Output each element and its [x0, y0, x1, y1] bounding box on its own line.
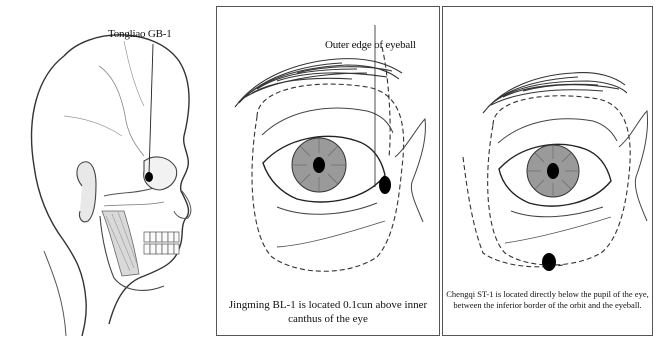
chengqi-eye-illustration	[443, 7, 652, 335]
jingming-eye-illustration	[217, 7, 439, 335]
jingming-panel: Outer edge of eyeball Jingming BL-1 is l…	[216, 6, 440, 336]
tongliao-label: Tongliao GB-1	[108, 28, 172, 41]
tongliao-point	[145, 172, 153, 182]
chengqi-caption: Chengqi ST-1 is located directly below t…	[445, 289, 650, 311]
outer-edge-label: Outer edge of eyeball	[325, 39, 416, 52]
skull-panel: Tongliao GB-1	[4, 6, 214, 336]
chengqi-point	[542, 253, 556, 271]
jingming-caption: Jingming BL-1 is located 0.1cun above in…	[219, 299, 437, 327]
chengqi-panel: Chengqi ST-1 is located directly below t…	[442, 6, 653, 336]
skull-illustration	[4, 6, 214, 336]
jingming-point	[379, 176, 391, 194]
